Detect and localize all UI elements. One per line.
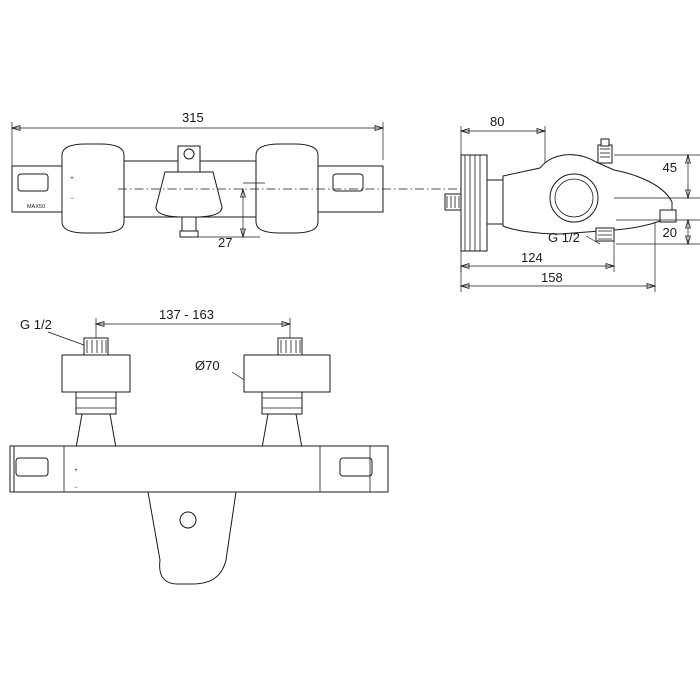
dim-80-group: 80 — [459, 114, 547, 170]
dim-315-label: 315 — [182, 110, 204, 125]
dim-137-163-label: 137 - 163 — [159, 307, 214, 322]
spout-diverter-front — [155, 145, 223, 238]
spout-plate-plan — [147, 491, 237, 585]
dim-124-label: 124 — [521, 250, 543, 265]
plus-sign-front: + — [70, 176, 74, 182]
right-union-assembly — [243, 337, 331, 449]
dia70-callout: Ø70 — [195, 358, 253, 386]
left-union-assembly — [61, 337, 131, 449]
dim-20-group: 20 — [616, 218, 700, 246]
dia70-label: Ø70 — [195, 358, 220, 373]
dim-158-label: 158 — [541, 270, 563, 285]
dim-315-group: 315 — [10, 110, 385, 168]
wall-union-side — [444, 154, 504, 252]
g12-callout-side: G 1/2 — [548, 230, 601, 245]
plan-view: 137 - 163 G 1/2 Ø70 — [9, 307, 389, 585]
dim-137-163-group: 137 - 163 — [94, 307, 292, 350]
dim-27-label: 27 — [218, 235, 232, 250]
g12-label-side: G 1/2 — [548, 230, 580, 245]
dim-45-label: 45 — [663, 160, 677, 175]
plus-sign-plan: + — [74, 468, 78, 474]
dim-45-group: 45 — [614, 153, 700, 200]
dim-20-label: 20 — [663, 225, 677, 240]
mixer-body-side — [502, 138, 677, 242]
front-elevation-view: 315 MAX50 + — [10, 110, 470, 250]
mixer-body-plan: + − — [9, 445, 389, 493]
minus-sign-plan: − — [74, 485, 78, 491]
side-elevation-view: 80 — [444, 114, 700, 292]
dim-80-label: 80 — [490, 114, 504, 129]
g12-callout-plan: G 1/2 — [20, 317, 85, 346]
dim-158-group: 158 — [459, 222, 657, 292]
g12-label-plan: G 1/2 — [20, 317, 52, 332]
minus-sign-front: − — [70, 196, 74, 202]
dim-27-group: 27 — [198, 182, 265, 250]
max-temp-label: MAX50 — [27, 204, 45, 210]
